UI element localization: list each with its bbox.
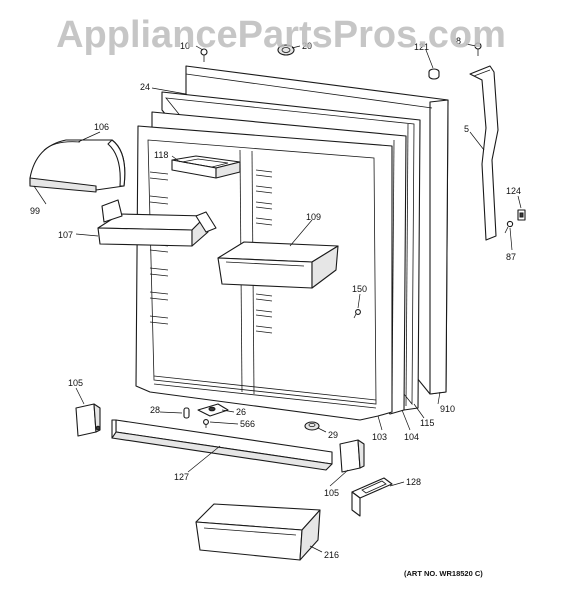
butter-compartment [171, 155, 241, 179]
leader-lines [33, 43, 522, 553]
upper-door-shelf [97, 199, 217, 247]
callout-128: 128 [406, 477, 421, 487]
callout-24: 24 [140, 82, 150, 92]
stop-bracket [351, 477, 393, 517]
callout-107: 107 [58, 230, 73, 240]
door-handle [469, 65, 499, 241]
callout-106: 106 [94, 122, 109, 132]
bottom-trim-strip [111, 419, 333, 471]
callout-29: 29 [328, 430, 338, 440]
callout-105-right: 105 [324, 488, 339, 498]
hinge-bracket [197, 403, 229, 417]
callout-99: 99 [30, 206, 40, 216]
callout-216: 216 [324, 550, 339, 560]
shelf-support-right [339, 439, 365, 473]
bracket-screw [203, 419, 209, 428]
hinge-cap [277, 44, 295, 56]
callout-127: 127 [174, 472, 189, 482]
bottom-door-bin [195, 503, 321, 561]
callout-28: 28 [150, 405, 160, 415]
handle-clip [517, 209, 526, 221]
callout-150: 150 [352, 284, 367, 294]
pivot-pin [183, 407, 190, 419]
callout-121: 121 [414, 42, 429, 52]
callout-910: 910 [440, 404, 455, 414]
callout-566: 566 [240, 419, 255, 429]
callout-124: 124 [506, 186, 521, 196]
callout-103: 103 [372, 432, 387, 442]
art-number: (ART NO. WR18520 C) [404, 569, 483, 578]
callout-20: 20 [302, 41, 312, 51]
callout-87: 87 [506, 252, 516, 262]
handle-screw [504, 220, 514, 234]
callout-115: 115 [420, 418, 434, 428]
callout-26: 26 [236, 407, 246, 417]
hinge-screw [200, 48, 208, 62]
liner-screw [353, 309, 361, 319]
callout-5: 5 [464, 124, 469, 134]
door-bin [217, 241, 339, 289]
callout-labels: 10 20 121 8 24 5 106 118 99 107 109 124 … [30, 36, 521, 578]
callout-109: 109 [306, 212, 321, 222]
door-stop [304, 421, 320, 431]
door-plug [428, 68, 440, 80]
top-screw [474, 42, 482, 56]
shelf-support-left [75, 403, 101, 437]
callout-10: 10 [180, 41, 190, 51]
callout-105-left: 105 [68, 378, 83, 388]
dairy-compartment-door [29, 139, 126, 193]
callout-118: 118 [154, 150, 168, 160]
callout-8: 8 [456, 36, 461, 46]
callout-104: 104 [404, 432, 419, 442]
